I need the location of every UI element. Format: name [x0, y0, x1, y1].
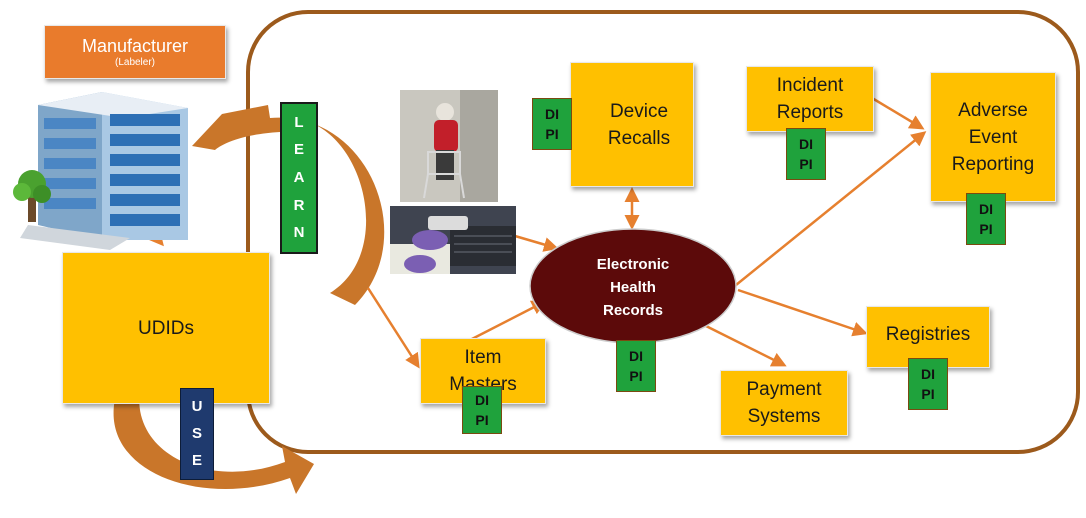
pi-label: PI — [979, 221, 993, 237]
device-recalls-line-2: Recalls — [607, 127, 671, 149]
di-label: DI — [921, 366, 935, 382]
adverse-event-line-3: Reporting — [951, 153, 1035, 175]
arrow-item-masters-ehr — [469, 300, 547, 342]
arrow-photo-ehr — [514, 234, 559, 252]
arrow-ehr-registries — [737, 288, 868, 337]
arrow-ehr-adverse — [735, 131, 927, 286]
manufacturer-subtitle: (Labeler) — [114, 57, 156, 68]
payment-systems-line-2: Systems — [747, 406, 821, 427]
ehr-di-pi-tag: DI PI — [616, 340, 656, 392]
manufacturer-title: Manufacturer — [81, 36, 189, 56]
di-label: DI — [545, 106, 559, 122]
ehr-label: Electronic Health Records — [560, 250, 706, 324]
di-label: DI — [799, 136, 813, 152]
use-curved-arrow — [113, 388, 314, 494]
adverse-event-di-pi-tag: DI PI — [966, 193, 1006, 245]
registries-label: Registries — [885, 324, 971, 345]
device-recalls-box: Device Recalls — [570, 62, 694, 187]
di-label: DI — [475, 392, 489, 408]
item-masters-line-1: Item — [464, 347, 502, 368]
arrow-to-item-masters — [366, 287, 420, 369]
incident-reports-line-1: Incident — [776, 75, 844, 96]
office-building-icon — [13, 92, 188, 250]
pi-label: PI — [629, 368, 643, 384]
learn-letter: L — [294, 113, 304, 131]
arrow-ehr-payment — [705, 324, 787, 367]
ehr-line-2: Health — [610, 278, 656, 296]
item-masters-di-pi-tag: DI PI — [462, 386, 502, 434]
device-recalls-di-pi-tag: DI PI — [532, 98, 572, 150]
registries-di-pi-tag: DI PI — [908, 358, 948, 410]
use-letter: E — [191, 452, 202, 469]
pi-label: PI — [475, 412, 489, 428]
barcode-scanner-illustration — [390, 206, 516, 274]
elderly-patient-walker-illustration — [400, 90, 498, 202]
pi-label: PI — [799, 156, 813, 172]
learn-letter: N — [293, 224, 305, 242]
adverse-event-line-2: Event — [968, 126, 1018, 148]
adverse-event-box: Adverse Event Reporting — [930, 72, 1056, 202]
udids-label: UDIDs — [138, 317, 194, 339]
use-letter: U — [191, 398, 203, 415]
pi-label: PI — [921, 386, 935, 402]
learn-curved-arrow — [192, 105, 385, 305]
di-label: DI — [629, 348, 643, 364]
arrow-incident-adverse — [871, 96, 925, 130]
payment-systems-box: Payment Systems — [720, 370, 848, 436]
use-letter: S — [191, 425, 202, 442]
incident-reports-di-pi-tag: DI PI — [786, 128, 826, 180]
ehr-line-3: Records — [602, 301, 664, 319]
incident-reports-line-2: Reports — [776, 102, 844, 123]
ecosystem-boundary — [246, 10, 1080, 454]
scanner-photo — [390, 206, 516, 274]
registries-box: Registries — [866, 306, 990, 368]
incident-reports-box: Incident Reports — [746, 66, 874, 132]
ehr-line-1: Electronic — [596, 255, 670, 273]
device-recalls-line-1: Device — [609, 100, 669, 122]
di-label: DI — [979, 201, 993, 217]
pi-label: PI — [545, 126, 559, 142]
adverse-event-line-1: Adverse — [958, 99, 1028, 121]
learn-letter: E — [293, 141, 304, 159]
udids-box: UDIDs — [62, 252, 270, 404]
patient-photo — [400, 90, 498, 202]
learn-letter: R — [293, 196, 305, 214]
manufacturer-box: Manufacturer (Labeler) — [44, 25, 226, 79]
payment-systems-line-1: Payment — [746, 379, 822, 400]
learn-letter: A — [293, 168, 305, 186]
